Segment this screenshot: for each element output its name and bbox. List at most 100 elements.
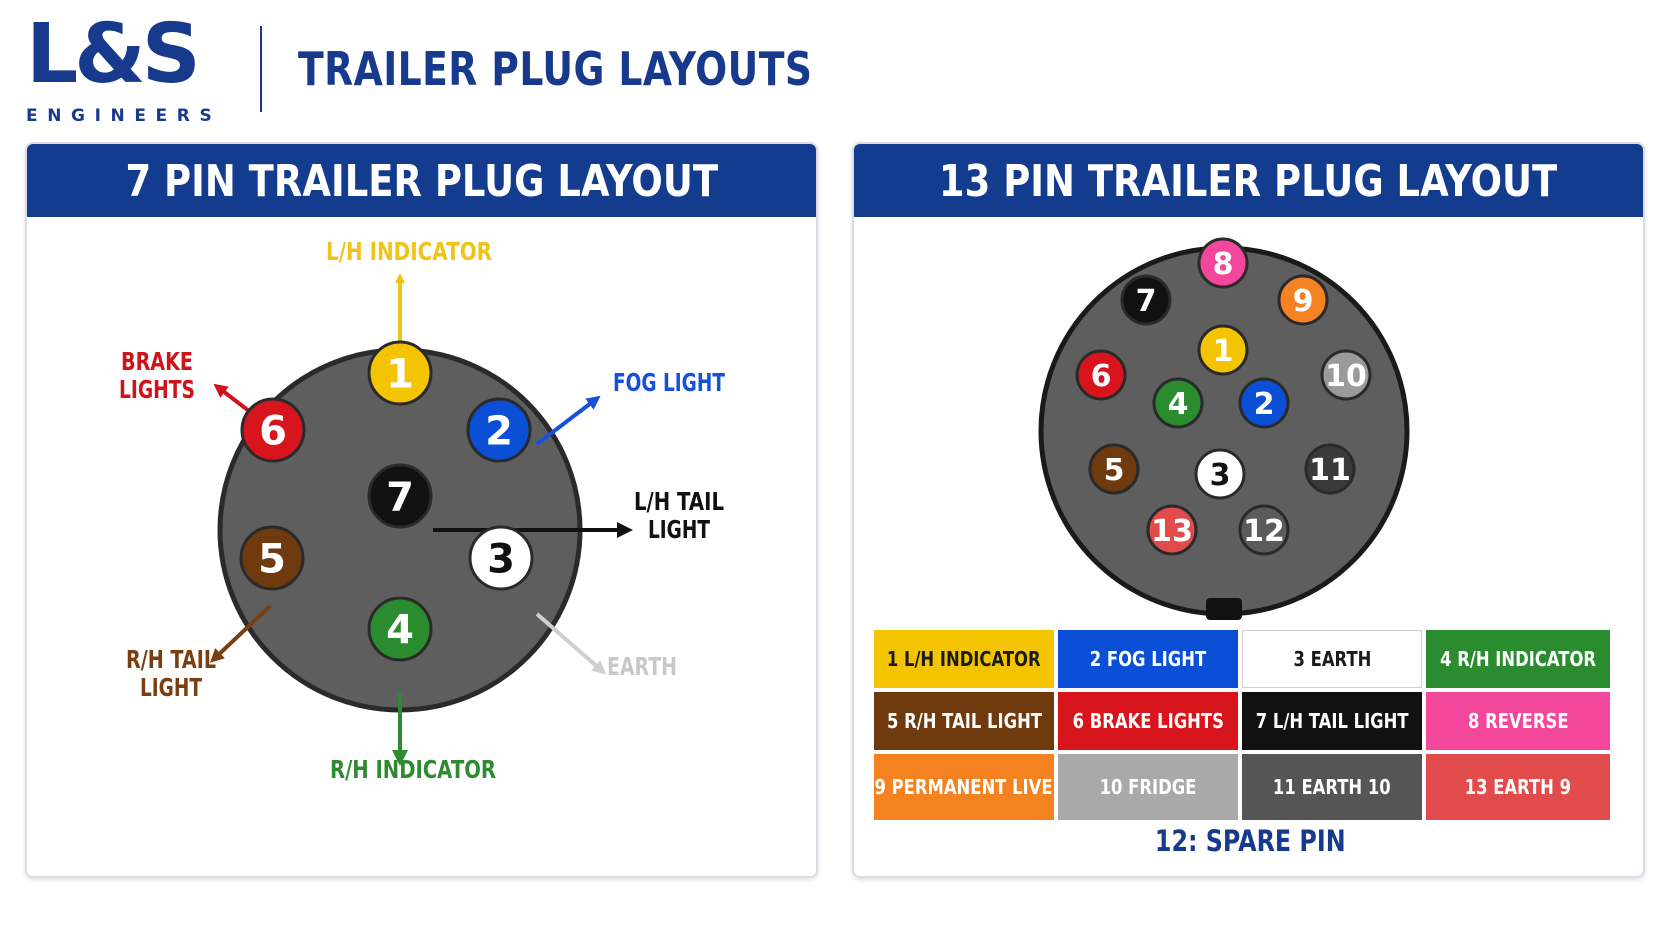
pin-legend: 1 L/H INDICATOR 2 FOG LIGHT 3 EARTH 4 R/H I… [874,630,1610,820]
rh-indicator-label: R/H INDICATOR [330,755,496,784]
seven-pin-7-number: 7 [386,474,414,520]
seven-pin-5: 5 [239,525,305,591]
legend-item-label: 4 R/H INDICATOR [1440,647,1596,671]
thirteen-pin-12-circle [1238,504,1290,556]
thirteen-pin-12-number: 12 [1243,514,1285,549]
thirteen-pin-6-number: 6 [1091,359,1112,394]
lh-indicator-label: L/H INDICATOR [326,237,492,266]
legend-item: 4 R/H INDICATOR [1426,630,1610,688]
thirteen-pin-2: 2 [1238,377,1290,429]
thirteen-pin-8-circle [1197,237,1249,289]
thirteen-pin-6: 6 [1075,349,1127,401]
seven-pin-5-circle [239,525,305,591]
legend-item-label: 8 REVERSE [1467,709,1569,733]
seven-pin-7: 7 [367,463,433,529]
lh-tail-label-line1: L/H TAIL [634,487,724,516]
brake-label-line1: BRAKE [121,347,193,376]
thirteen-pin-3: 3 [1194,448,1246,500]
thirteen-pin-7-number: 7 [1136,284,1157,319]
thirteen-pin-1: 1 [1197,324,1249,376]
thirteen-pin-plug-body [1038,245,1410,617]
legend-item: 10 FRIDGE [1058,754,1238,820]
thirteen-pin-8-number: 8 [1213,247,1234,282]
seven-pin-header: 7 PIN TRAILER PLUG LAYOUT [27,144,816,217]
rh-tail-label-line1: R/H TAIL [126,645,216,674]
thirteen-pin-11: 11 [1304,443,1356,495]
seven-pin-1-number: 1 [386,351,414,397]
legend-item: 6 BRAKE LIGHTS [1058,692,1238,750]
legend-item-label: 6 BRAKE LIGHTS [1072,709,1224,733]
thirteen-pin-5-circle [1088,443,1140,495]
lh-tail-label-line2: LIGHT [648,515,710,544]
thirteen-pin-11-circle [1304,443,1356,495]
seven-pin-6-number: 6 [259,408,287,454]
thirteen-pin-3-circle [1194,448,1246,500]
earth-label: EARTH [607,652,677,681]
thirteen-pin-4: 4 [1152,377,1204,429]
rh-tail-label-line2: LIGHT [140,673,202,702]
thirteen-pin-9-number: 9 [1293,284,1314,319]
legend-item: 11 EARTH 10 [1242,754,1422,820]
earth-arrow [535,612,607,675]
thirteen-pin-9-circle [1277,274,1329,326]
logo-subtitle: ENGINEERS [26,106,222,126]
thirteen-pin-10: 10 [1320,349,1372,401]
seven-pin-6: 6 [240,397,306,463]
legend-item-label: 7 L/H TAIL LIGHT [1255,709,1409,733]
spare-pin-note: 12: SPARE PIN [1155,824,1346,858]
plug-key-notch [1206,598,1242,620]
legend-item: 7 L/H TAIL LIGHT [1242,692,1422,750]
seven-pin-7-circle [367,463,433,529]
thirteen-pin-1-number: 1 [1213,334,1234,369]
legend-item-label: 3 EARTH [1293,647,1371,671]
legend-item-label: 2 FOG LIGHT [1089,647,1207,671]
legend-item-label: 5 R/H TAIL LIGHT [886,709,1042,733]
header-divider [260,26,262,112]
thirteen-pin-13-circle [1146,504,1198,556]
thirteen-pin-13-number: 13 [1151,514,1193,549]
seven-pin-3-number: 3 [487,536,515,582]
company-logo: L&S ENGINEERS [26,7,226,127]
rh-tail-arrow [209,604,272,663]
thirteen-pin-10-circle [1320,349,1372,401]
brake-label-line2: LIGHTS [119,375,195,404]
seven-pin-2-number: 2 [485,408,513,454]
legend-item: 3 EARTH [1242,630,1422,688]
logo-wordmark: L&S [26,7,201,102]
legend-item-label: 11 EARTH 10 [1273,775,1391,799]
thirteen-pin-8: 8 [1197,237,1249,289]
seven-pin-2-circle [466,397,532,463]
legend-item-label: 1 L/H INDICATOR [887,647,1041,671]
thirteen-pin-6-circle [1075,349,1127,401]
legend-item: 5 R/H TAIL LIGHT [874,692,1054,750]
thirteen-pin-2-circle [1238,377,1290,429]
legend-item-label: 10 FRIDGE [1099,775,1197,799]
thirteen-pin-4-number: 4 [1168,387,1189,422]
legend-item: 1 L/H INDICATOR [874,630,1054,688]
page-title: TRAILER PLUG LAYOUTS [298,42,813,96]
thirteen-pin-10-number: 10 [1325,359,1367,394]
thirteen-pin-7: 7 [1120,274,1172,326]
seven-pin-3: 3 [468,525,534,591]
thirteen-pin-4-circle [1152,377,1204,429]
thirteen-pin-5: 5 [1088,443,1140,495]
legend-item: 13 EARTH 9 [1426,754,1610,820]
legend-item-label: 13 EARTH 9 [1464,775,1572,799]
thirteen-pin-11-number: 11 [1309,453,1351,488]
legend-item: 8 REVERSE [1426,692,1610,750]
thirteen-pin-12: 12 [1238,504,1290,556]
seven-pin-4-circle [367,596,433,662]
seven-pin-6-circle [240,397,306,463]
thirteen-pin-3-number: 3 [1210,458,1231,493]
seven-pin-1: 1 [367,340,433,406]
thirteen-pin-header: 13 PIN TRAILER PLUG LAYOUT [854,144,1643,217]
fog-light-label: FOG LIGHT [613,368,725,397]
thirteen-pin-5-number: 5 [1104,453,1125,488]
legend-item: 9 PERMANENT LIVE [874,754,1054,820]
